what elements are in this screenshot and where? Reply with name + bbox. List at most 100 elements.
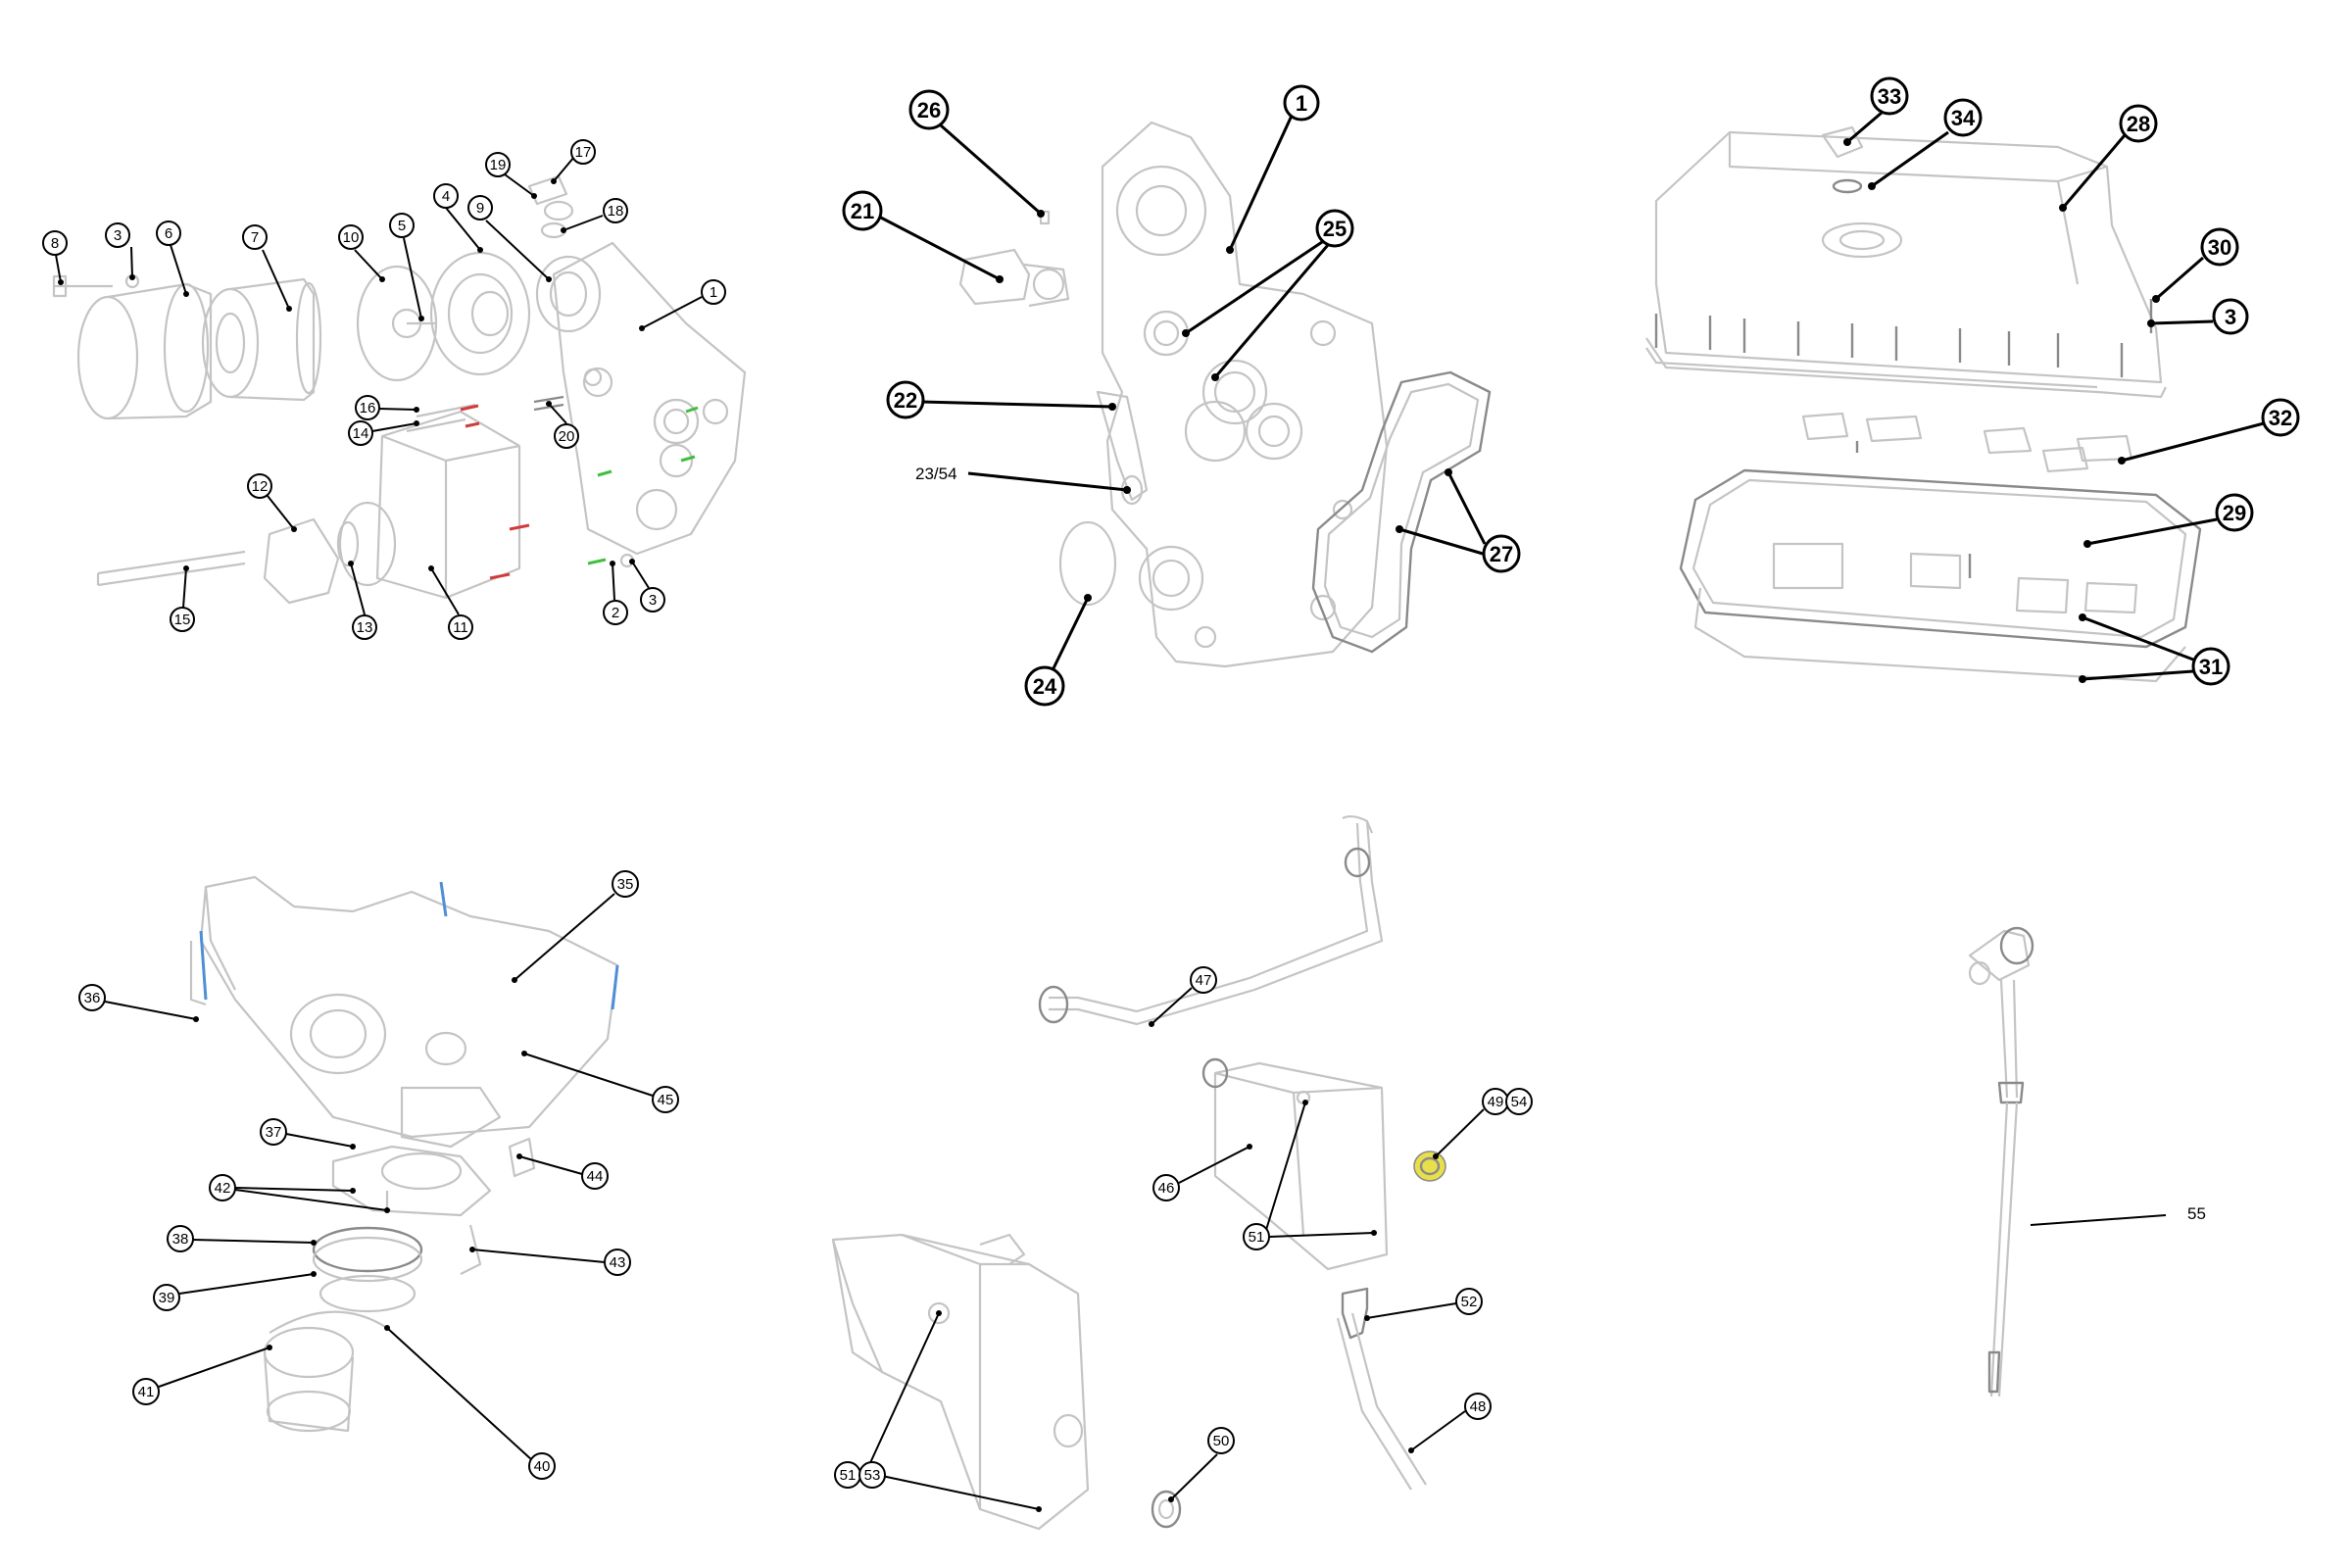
callout-53[interactable] bbox=[858, 1461, 886, 1489]
callout-12[interactable] bbox=[247, 473, 272, 499]
callout-13[interactable] bbox=[352, 614, 377, 640]
callouts-panel-1: 1 2 3 3 4 5 6 7 8 9 10 11 bbox=[42, 139, 726, 640]
callout-32-label: 32 bbox=[2269, 406, 2292, 430]
callout-17[interactable] bbox=[570, 139, 596, 165]
callout-8-label: 8 bbox=[51, 235, 59, 252]
callout-22[interactable] bbox=[886, 380, 925, 419]
callout-5-label: 5 bbox=[398, 218, 406, 234]
callout-4[interactable] bbox=[433, 183, 459, 209]
callout-45-label: 45 bbox=[658, 1092, 674, 1108]
callout-25[interactable] bbox=[1315, 209, 1354, 248]
callout-10[interactable] bbox=[338, 224, 364, 250]
callout-1[interactable] bbox=[701, 279, 726, 305]
callout-30[interactable] bbox=[2200, 227, 2239, 267]
callout-48[interactable] bbox=[1464, 1393, 1492, 1420]
callout-14[interactable] bbox=[348, 420, 373, 446]
callout-15-label: 15 bbox=[174, 612, 191, 628]
callout-9[interactable] bbox=[467, 195, 493, 220]
callout-32[interactable] bbox=[2261, 398, 2300, 437]
callout-17-label: 17 bbox=[575, 144, 592, 161]
callout-29[interactable] bbox=[2215, 493, 2254, 532]
callout-10-label: 10 bbox=[343, 229, 360, 246]
callout-9-label: 9 bbox=[476, 200, 484, 217]
callout-37[interactable] bbox=[260, 1118, 287, 1146]
callout-16-label: 16 bbox=[360, 400, 376, 416]
callout-44[interactable] bbox=[581, 1162, 609, 1190]
callout-1-cover-label: 1 bbox=[1296, 91, 1307, 116]
callout-6-label: 6 bbox=[165, 225, 172, 242]
callout-29-label: 29 bbox=[2223, 501, 2246, 525]
callout-15[interactable] bbox=[170, 607, 195, 632]
callout-41[interactable] bbox=[132, 1378, 160, 1405]
callout-16[interactable] bbox=[355, 395, 380, 420]
callout-40-label: 40 bbox=[534, 1458, 551, 1475]
panel-dipstick bbox=[1968, 926, 2034, 1397]
callouts-panel-4: 35 36 37 38 39 40 41 42 43 44 45 bbox=[78, 870, 679, 1480]
callout-5[interactable] bbox=[389, 213, 415, 238]
callout-27[interactable] bbox=[1482, 534, 1521, 573]
callout-35-label: 35 bbox=[617, 876, 634, 893]
callout-27-label: 27 bbox=[1490, 542, 1513, 566]
callout-33[interactable] bbox=[1870, 76, 1909, 116]
callouts-panel-2: 1 21 22 23/54 24 25 26 27 bbox=[842, 84, 1521, 707]
callout-42[interactable] bbox=[209, 1174, 236, 1201]
callout-3-pan-label: 3 bbox=[2225, 305, 2236, 329]
callouts-panel-6: 55 bbox=[2030, 1204, 2206, 1226]
callout-22-label: 22 bbox=[894, 388, 917, 413]
panel-oil-separator bbox=[831, 814, 1446, 1531]
callout-19[interactable] bbox=[485, 152, 511, 177]
callout-18-label: 18 bbox=[608, 203, 624, 220]
callout-20-label: 20 bbox=[559, 428, 575, 445]
callout-11-label: 11 bbox=[453, 619, 468, 636]
callout-50-label: 50 bbox=[1213, 1433, 1230, 1449]
callout-1-cover[interactable] bbox=[1283, 84, 1320, 122]
callout-21-label: 21 bbox=[851, 199, 874, 223]
panel-oil-pan bbox=[1645, 125, 2202, 683]
callout-21[interactable] bbox=[842, 190, 883, 231]
callout-53-label: 53 bbox=[864, 1467, 881, 1484]
callout-11[interactable] bbox=[448, 614, 473, 640]
callout-39-label: 39 bbox=[159, 1290, 175, 1306]
callout-31-label: 31 bbox=[2199, 655, 2223, 679]
callout-50[interactable] bbox=[1207, 1427, 1235, 1454]
callout-48-label: 48 bbox=[1470, 1398, 1487, 1415]
callout-34[interactable] bbox=[1943, 98, 1983, 137]
callout-52[interactable] bbox=[1455, 1288, 1483, 1315]
callout-47[interactable] bbox=[1190, 966, 1217, 994]
callout-40[interactable] bbox=[528, 1452, 556, 1480]
callout-3a-label: 3 bbox=[114, 227, 122, 244]
callout-54-label: 54 bbox=[1511, 1094, 1528, 1110]
callout-13-label: 13 bbox=[357, 619, 373, 636]
callout-24[interactable] bbox=[1024, 665, 1065, 707]
callout-6[interactable] bbox=[156, 220, 181, 246]
callout-45[interactable] bbox=[652, 1086, 679, 1113]
callout-8[interactable] bbox=[42, 230, 68, 256]
callout-52-label: 52 bbox=[1461, 1294, 1478, 1310]
callout-51-upper-label: 51 bbox=[1249, 1229, 1265, 1246]
callout-43[interactable] bbox=[604, 1249, 631, 1276]
callout-4-label: 4 bbox=[442, 188, 450, 205]
callout-46[interactable] bbox=[1152, 1174, 1180, 1201]
callout-2[interactable] bbox=[603, 600, 628, 625]
callout-12-label: 12 bbox=[252, 478, 269, 495]
callout-20[interactable] bbox=[554, 423, 579, 449]
callout-39[interactable] bbox=[153, 1284, 180, 1311]
callout-28[interactable] bbox=[2119, 104, 2158, 143]
callouts-panel-5: 46 47 48 49 54 50 51 52 51 53 bbox=[834, 966, 1533, 1512]
callout-26[interactable] bbox=[908, 89, 950, 130]
callout-54[interactable] bbox=[1505, 1088, 1533, 1115]
callout-31[interactable] bbox=[2191, 647, 2230, 686]
callout-7[interactable] bbox=[242, 224, 268, 250]
callout-3a[interactable] bbox=[105, 222, 130, 248]
callout-38[interactable] bbox=[167, 1225, 194, 1252]
callout-44-label: 44 bbox=[587, 1168, 604, 1185]
callout-35[interactable] bbox=[612, 870, 639, 898]
callout-37-label: 37 bbox=[266, 1124, 282, 1141]
callout-3b[interactable] bbox=[640, 587, 665, 612]
callout-51-upper[interactable] bbox=[1243, 1223, 1270, 1250]
callout-18[interactable] bbox=[603, 198, 628, 223]
callout-36[interactable] bbox=[78, 984, 106, 1011]
callout-23-54-label: 23/54 bbox=[915, 465, 957, 483]
callout-3-pan[interactable] bbox=[2212, 298, 2249, 335]
callout-36-label: 36 bbox=[84, 990, 101, 1006]
